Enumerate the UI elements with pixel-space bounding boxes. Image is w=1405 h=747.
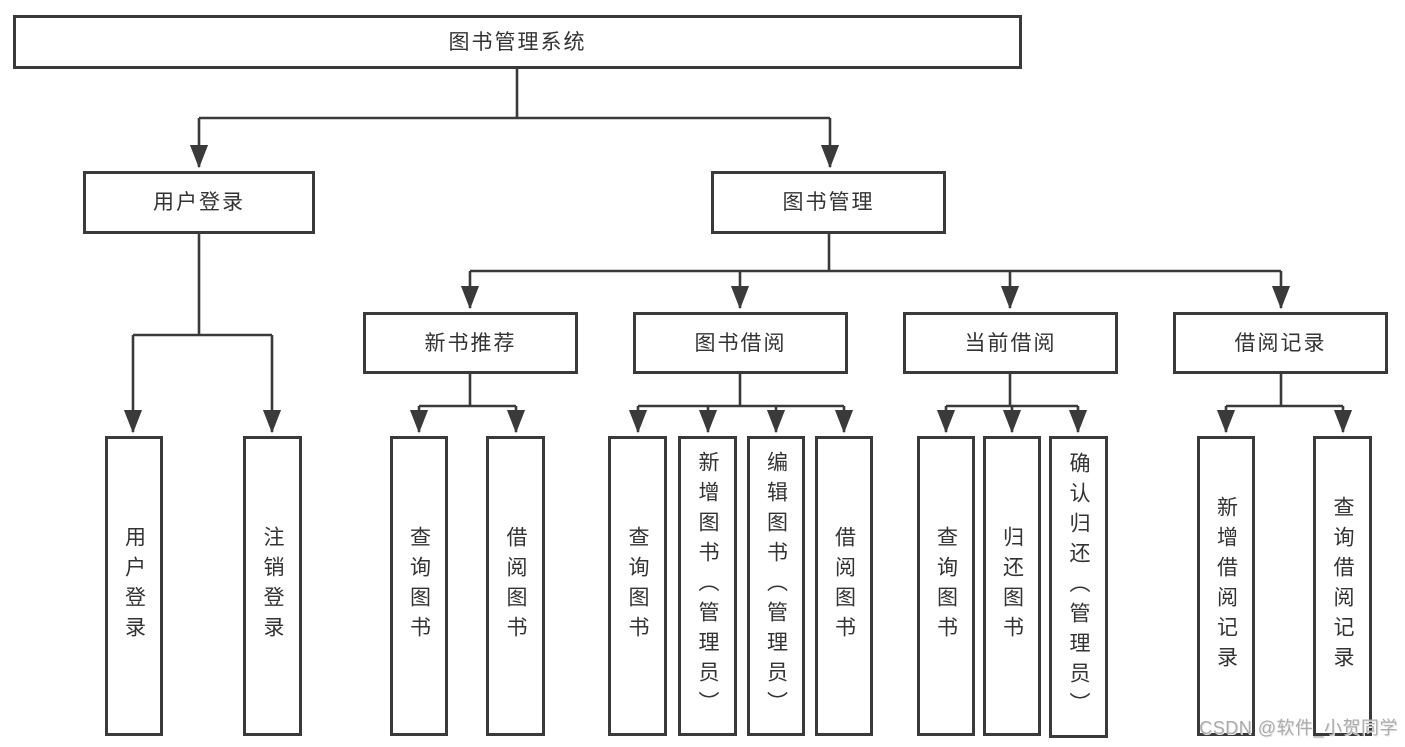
node-borrow-records: 借阅记录	[1173, 312, 1388, 374]
leaf-bb-borrow-books: 借阅图书	[815, 436, 873, 736]
node-root: 图书管理系统	[13, 15, 1022, 69]
node-book-borrow: 图书借阅	[633, 312, 848, 374]
connector-rails	[133, 68, 1343, 408]
leaf-bb-add-books-admin: 新增图书（管理员）	[678, 436, 737, 736]
leaf-cb-confirm-return-admin: 确认归还（管理员）	[1049, 436, 1108, 738]
node-current-borrow: 当前借阅	[903, 312, 1118, 374]
watermark: CSDN @软件_小贺同学	[1199, 718, 1398, 738]
leaf-nbr-borrow-books: 借阅图书	[486, 436, 545, 736]
node-new-book-recommend: 新书推荐	[363, 312, 578, 374]
leaf-br-query-record: 查询借阅记录	[1313, 436, 1372, 736]
leaf-bb-edit-books-admin: 编辑图书（管理员）	[747, 436, 805, 736]
node-user-login: 用户登录	[83, 171, 315, 234]
leaf-br-add-record: 新增借阅记录	[1197, 436, 1255, 736]
leaf-cb-query-books: 查询图书	[917, 436, 975, 736]
leaf-nbr-query-books: 查询图书	[390, 436, 448, 736]
leaf-cb-return-books: 归还图书	[983, 436, 1041, 736]
leaf-logout: 注销登录	[243, 436, 302, 736]
leaf-user-login: 用户登录	[105, 436, 163, 736]
node-book-management: 图书管理	[711, 171, 946, 234]
leaf-bb-query-books: 查询图书	[608, 436, 667, 736]
